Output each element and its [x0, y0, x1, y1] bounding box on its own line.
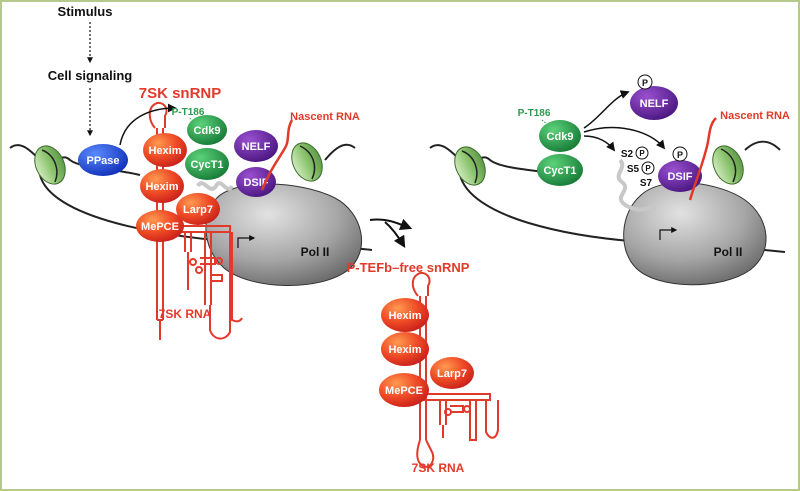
nucleosome-right-2 [712, 145, 744, 185]
hexim-label-4: Hexim [388, 344, 421, 356]
s2-label: S2 [621, 149, 634, 160]
phospho-nelf [637, 74, 653, 90]
ptefb-free-snrnp: P-TEFb–free snRNP Hexim Hexim Larp7 MePC… [347, 260, 499, 475]
larp7-protein-left [176, 193, 220, 225]
pol-ii-right-label: Pol II [714, 245, 743, 259]
ppase-to-ptefb-arrow [119, 103, 177, 146]
ctd-tail-right [616, 158, 654, 212]
nelf-label-left: NELF [242, 141, 271, 153]
nascent-rna-right [688, 117, 717, 201]
cdk9-protein-right [539, 120, 581, 152]
larp7-label-bottom: Larp7 [437, 368, 467, 380]
7sk-rna-bottom-label: 7SK RNA [412, 461, 465, 475]
p-t186-right-label: P-T186 [518, 108, 551, 119]
phospho-arrow-ctd [583, 135, 616, 152]
stimulus-label: Stimulus [58, 4, 113, 19]
ppase-label: PPase [86, 155, 119, 167]
hexim-protein-3 [381, 298, 429, 332]
hexim-label-3: Hexim [388, 310, 421, 322]
tss-arrow-right [659, 227, 678, 240]
nascent-rna-left [260, 119, 294, 191]
cdk9-label-right: Cdk9 [547, 131, 574, 143]
cyct1-protein-left [185, 148, 229, 180]
hexim-label-2: Hexim [145, 181, 178, 193]
mepce-label-bottom: MePCE [385, 385, 423, 397]
larp7-protein-bottom [430, 357, 474, 389]
cdk9-protein-left [187, 115, 227, 145]
nucleosome-left-1 [34, 145, 66, 185]
cyct1-label-left: CycT1 [190, 159, 223, 171]
cell-signaling-label: Cell signaling [48, 68, 133, 83]
s7-label: S7 [640, 178, 653, 189]
phospho-arrow-nelf [583, 90, 630, 129]
7sk-rna-left-label: 7SK RNA [159, 307, 212, 321]
nascent-rna-right-label: Nascent RNA [720, 110, 790, 122]
pol-ii-left-label: Pol II [301, 245, 330, 259]
ptefb-free-snrnp-label: P-TEFb–free snRNP [347, 260, 470, 275]
mepce-protein-left [136, 210, 184, 242]
s5-label: S5 [627, 164, 640, 175]
phospho-s2-label: P [639, 149, 645, 158]
ctd-tail-left [196, 181, 234, 191]
phospho-s2 [635, 146, 649, 160]
hexim-protein-2 [140, 169, 184, 203]
nucleosome-right-1 [454, 146, 486, 186]
nelf-protein-right [630, 86, 678, 120]
pol-ii-left [205, 183, 363, 286]
larp7-label-left: Larp7 [183, 204, 213, 216]
hexim-protein-1 [143, 133, 187, 167]
phospho-s5-label: P [645, 164, 651, 173]
nelf-protein-left [234, 130, 278, 162]
dsif-protein-left [236, 167, 276, 197]
left-panel: Stimulus Cell signaling Pol II [9, 4, 373, 340]
release-arrow [369, 218, 413, 249]
7sk-snrnp-label: 7SK snRNP [139, 85, 222, 102]
tss-arrow-left [237, 235, 256, 248]
cyct1-protein-right [537, 154, 583, 186]
nascent-rna-left-label: Nascent RNA [290, 111, 360, 123]
phospho-arrow-dsif [583, 126, 666, 150]
ppase-protein [78, 144, 128, 176]
phospho-dsif [672, 146, 688, 162]
right-panel: Pol II P-T186 Cdk9 CycT1 NELF P S2 P S5 … [429, 74, 790, 286]
cdk9-label-left: Cdk9 [194, 125, 221, 137]
dsif-protein-right [658, 160, 702, 192]
hexim-protein-4 [381, 332, 429, 366]
phospho-dsif-label: P [677, 150, 683, 160]
pol-ii-right [623, 182, 767, 286]
phospho-s5 [641, 161, 655, 175]
dsif-label-right: DSIF [667, 171, 692, 183]
cyct1-label-right: CycT1 [543, 165, 576, 177]
nucleosome-left-2 [291, 142, 323, 182]
nelf-label-right: NELF [640, 98, 669, 110]
mepce-label-left: MePCE [141, 221, 179, 233]
mepce-protein-bottom [379, 373, 429, 407]
phospho-nelf-label: P [642, 78, 648, 88]
p-t186-left-label: P-T186 [172, 107, 205, 118]
hexim-label-1: Hexim [148, 145, 181, 157]
